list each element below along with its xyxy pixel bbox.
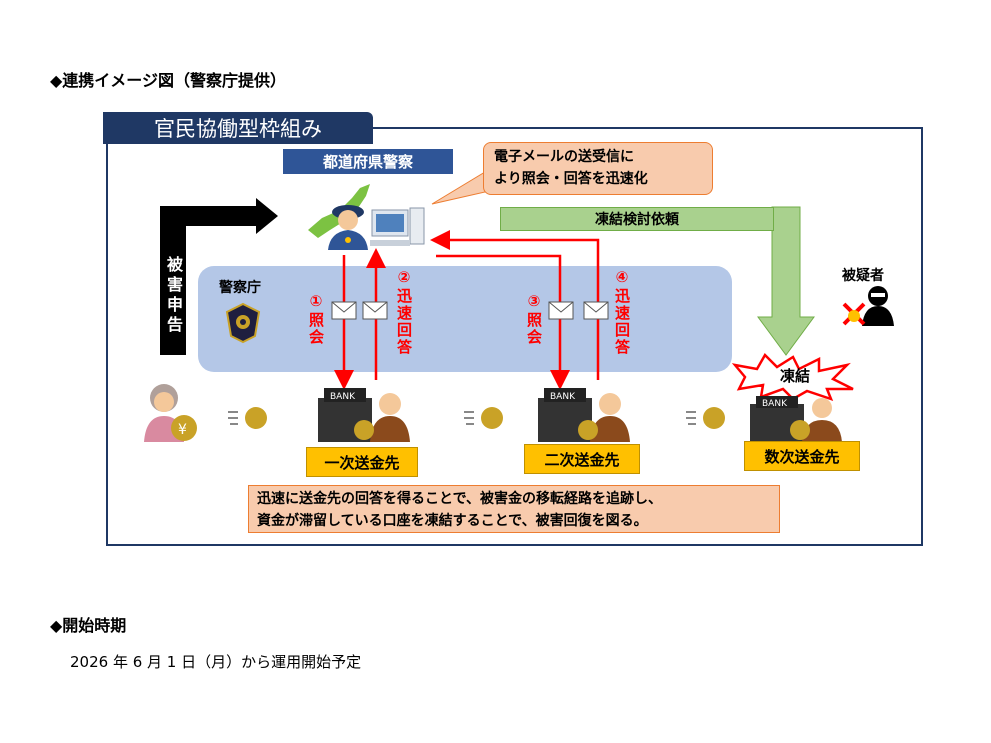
freeze-request-label: 凍結検討依頼	[500, 207, 774, 231]
bank-n-icon: BANK	[750, 396, 842, 442]
answer-4-arrow	[430, 230, 600, 380]
inquiry-3-arrow	[436, 254, 570, 390]
money-bag-icon-1	[228, 407, 267, 429]
bank-1-icon: BANK	[318, 388, 410, 442]
bank-1-sign: BANK	[330, 392, 356, 402]
victim-yen-symbol: ¥	[178, 422, 187, 438]
freeze-burst-icon	[731, 352, 854, 402]
suspect-icon	[842, 286, 894, 326]
freeze-label: 凍結	[780, 367, 811, 385]
freeze-request-arrow-icon	[757, 206, 815, 356]
police-officer-computer-icon	[308, 184, 425, 250]
npa-label: 警察庁	[219, 280, 261, 296]
envelope-icons-1	[331, 301, 388, 320]
envelope-icons-2	[548, 301, 609, 320]
section-heading-diagram: ◆連携イメージ図（警察庁提供）	[50, 71, 286, 90]
section-heading-start-period: ◆開始時期	[50, 616, 127, 635]
frame-title: 官民協働型枠組み	[103, 112, 373, 144]
answer-2-label: ②迅速回答	[395, 268, 413, 356]
inquiry-1-label: ①照会	[307, 292, 325, 346]
victim-elderly-icon: ¥	[144, 384, 197, 442]
email-callout-line1: 電子メールの送受信に	[494, 149, 634, 165]
money-bag-icon-3	[686, 407, 725, 429]
bottom-note: 迅速に送金先の回答を得ることで、被害金の移転経路を追跡し、 資金が滞留している口…	[248, 485, 780, 533]
money-bag-icon-2	[464, 407, 503, 429]
start-period-text: 2026 年 6 月 1 日（月）から運用開始予定	[70, 653, 362, 671]
bank-2-icon: BANK	[538, 388, 630, 442]
npa-band	[198, 266, 732, 372]
prefectural-police-label: 都道府県警察	[283, 149, 453, 174]
bottom-note-line1: 迅速に送金先の回答を得ることで、被害金の移転経路を追跡し、	[257, 491, 663, 507]
bank-2-sign: BANK	[550, 392, 576, 402]
report-arrow-icon	[160, 198, 278, 258]
diagram-frame	[106, 127, 923, 546]
bank-n-sign: BANK	[762, 399, 788, 409]
answer-4-label: ④迅速回答	[613, 268, 631, 356]
destination-1: 一次送金先	[306, 447, 418, 477]
destination-n: 数次送金先	[744, 441, 860, 471]
suspect-label: 被疑者	[842, 268, 884, 284]
bottom-note-line2: 資金が滞留している口座を凍結することで、被害回復を図る。	[257, 513, 648, 529]
victim-report-label: 被害申告	[160, 237, 186, 355]
email-callout: 電子メールの送受信に より照会・回答を迅速化	[483, 142, 713, 195]
email-callout-line2: より照会・回答を迅速化	[494, 171, 648, 187]
inquiry-3-label: ③照会	[525, 292, 543, 346]
npa-emblem-icon	[225, 302, 261, 344]
destination-2: 二次送金先	[524, 444, 640, 474]
